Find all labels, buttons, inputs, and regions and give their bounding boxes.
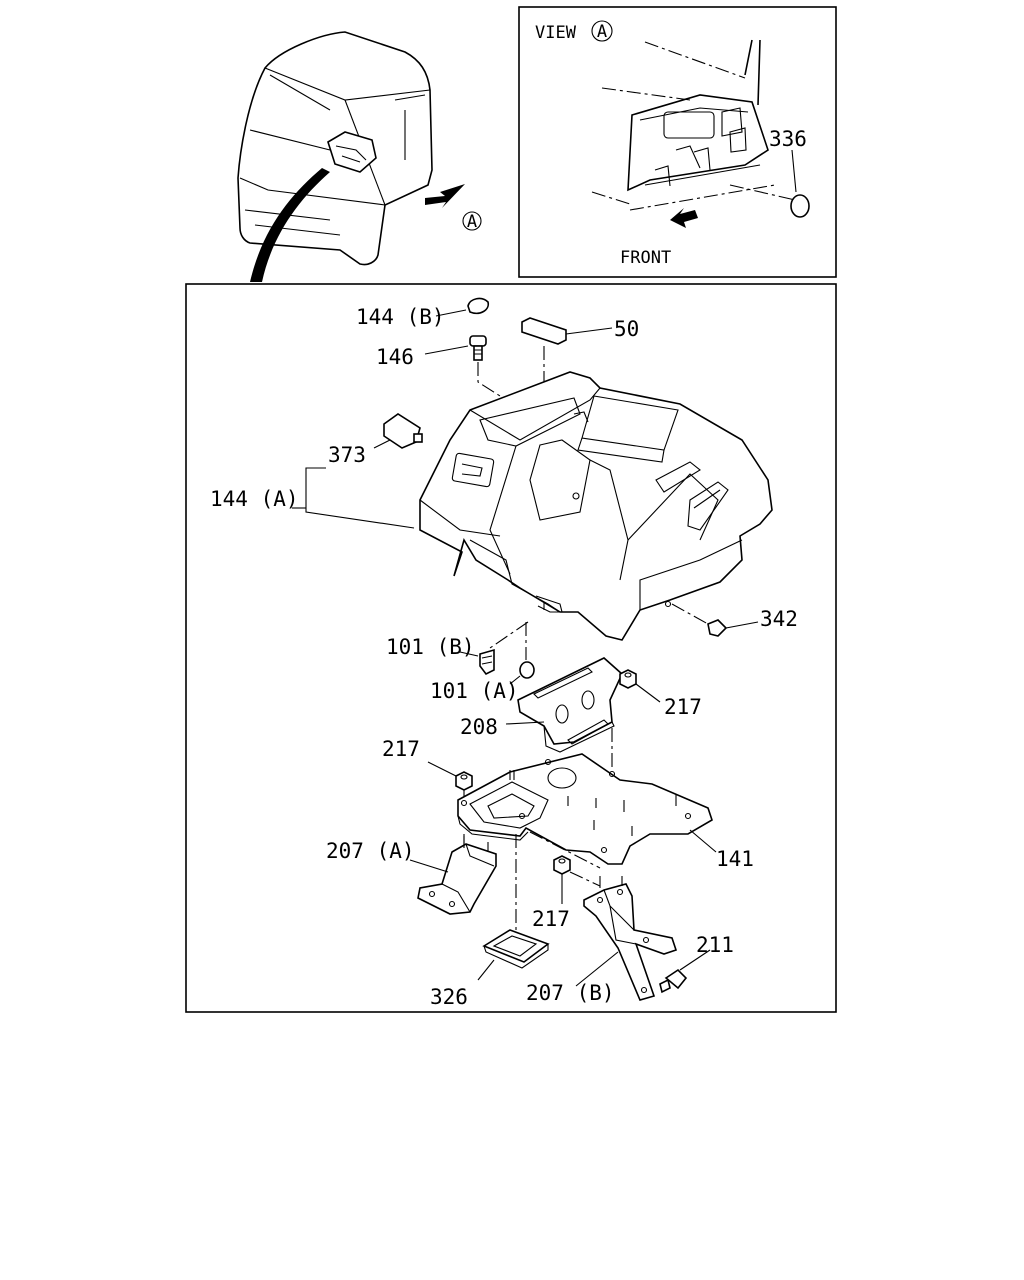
label-141: 141 [716,847,754,871]
part-217-nut-top: 217 [611,669,702,770]
label-373: 373 [328,443,366,467]
view-marker: A [597,22,607,42]
label-336: 336 [769,127,807,151]
part-211-bolt: 211 [659,933,734,994]
cab-view-marker: A [467,212,477,232]
label-217-bottom: 217 [532,907,570,931]
label-342: 342 [760,607,798,631]
label-207b: 207 (B) [526,981,615,1005]
part-326-seal: 326 [430,834,550,1009]
plug-336 [790,194,810,218]
view-a-inset: VIEW A 336 FRONT [518,6,837,278]
part-217-nut-left: 217 [382,737,473,804]
label-144a: 144 (A) [210,487,299,511]
part-144a-console-cover: 144 (A) [210,371,773,641]
part-50-pad: 50 [521,317,639,345]
label-217-left: 217 [382,737,420,761]
cab-illustration: A [237,31,482,282]
label-207a: 207 (A) [326,839,415,863]
label-211: 211 [696,933,734,957]
part-207a-bracket: 207 (A) [326,834,497,915]
label-146: 146 [376,345,414,369]
part-208-bracket: 208 [460,657,623,753]
label-144b: 144 (B) [356,305,445,329]
main-diagram-frame [185,283,837,1013]
label-217-top: 217 [664,695,702,719]
part-342-clip: 342 [671,603,798,637]
part-373-switch: 373 [328,413,423,467]
part-144b-cap: 144 (B) [356,297,490,329]
part-141-plate: 141 [457,753,754,871]
label-326: 326 [430,985,468,1009]
view-title: VIEW [535,23,577,43]
front-label: FRONT [620,248,671,268]
label-101a: 101 (A) [430,679,519,703]
part-207b-bracket: 207 (B) [526,876,678,1005]
label-50: 50 [614,317,639,341]
label-101b: 101 (B) [386,635,475,659]
part-146-screw: 146 [376,335,525,437]
part-101a-grommet: 101 (A) [430,661,535,703]
part-101b-clip: 101 (B) [386,635,495,676]
label-208: 208 [460,715,498,739]
part-217-nut-bottom: 217 [532,855,601,931]
